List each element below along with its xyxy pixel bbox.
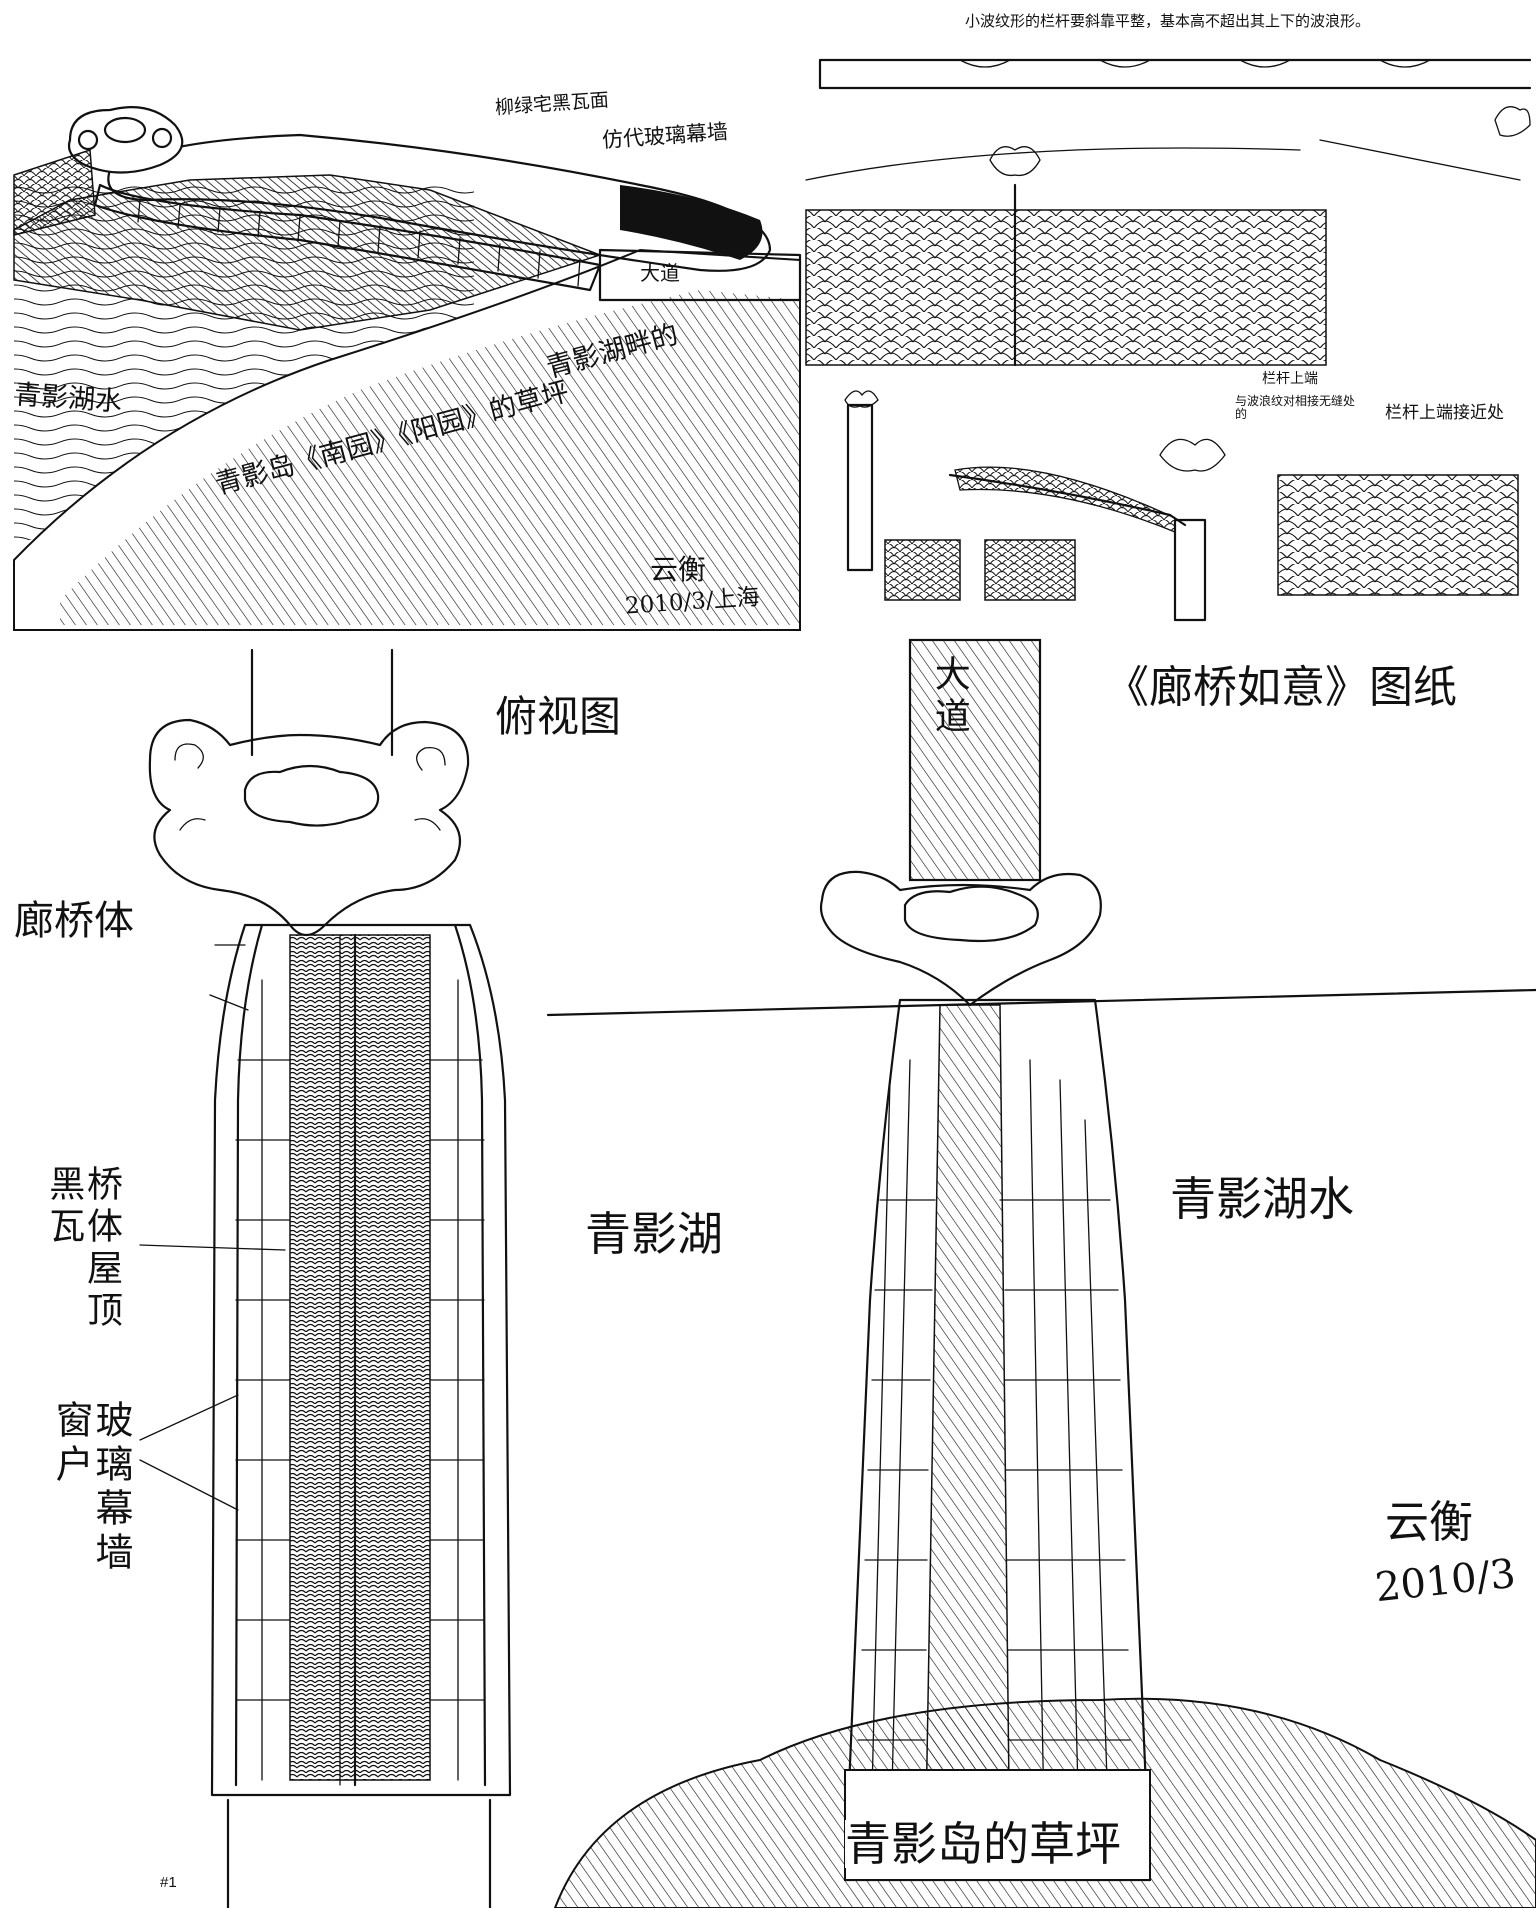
title-plan-view: 俯视图 [495,692,622,741]
label-lawn: 青影岛的草坪 [845,1817,1121,1871]
label-glass: 玻璃幕墙窗户 [49,1400,133,1576]
lotus-pole-top [989,106,1531,177]
plan-bridge-outline [210,923,512,1797]
lawn-hatching [60,290,800,625]
label-road: 大道 [928,655,970,739]
note-pole-top-right: 栏杆上端接近处 [1385,403,1504,423]
rail-top [818,58,1532,90]
elevation-road [908,638,1042,882]
label-roof-tiles: 桥体屋顶黑瓦 [43,1165,122,1333]
bridge-glass-wall [93,183,602,292]
plan-glass-grid [235,979,485,1781]
plan-roof-tiles [289,934,431,1781]
signature-bottom: 云衡 [1385,1497,1473,1548]
ruyi-ornament [67,106,184,174]
label-avenue: 大道 [640,261,680,285]
sketch-elevation-view [546,638,1536,1908]
scale-tile-panel-2 [1277,474,1519,596]
note-pole-connect: 与波浪纹对相接无缝处的 [1235,394,1356,421]
plan-ruyi-cloud [243,764,380,827]
avenue-block [598,248,802,302]
sketch-rail-details [805,58,1532,622]
plan-ruyi-head [148,718,470,937]
bridge-roof [107,133,772,272]
bridge-opening [620,185,763,260]
label-lake-right: 青影湖水 [1170,1172,1354,1226]
sketch-plan-view [139,648,512,1908]
title-drawing: 《廊桥如意》图纸 [1105,662,1457,713]
note-rail: 小波纹形的栏杆要斜靠平整，基本高不超出其上下的波浪形。 [965,12,1371,30]
label-bridge-body: 廊桥体 [14,898,134,944]
signature-top: 云衡 [650,553,707,586]
note-pole-top-left: 栏杆上端 [1262,371,1318,387]
sketch-perspective-view [13,106,802,631]
scale-tile-panel [805,209,1327,366]
brick-wall [13,148,96,236]
elevation-ruyi [819,870,1102,1007]
page-number: #1 [160,1874,177,1891]
label-lake-left: 青影湖 [585,1207,723,1261]
elevation-cloud [903,885,1039,943]
glass-grid [137,199,581,287]
